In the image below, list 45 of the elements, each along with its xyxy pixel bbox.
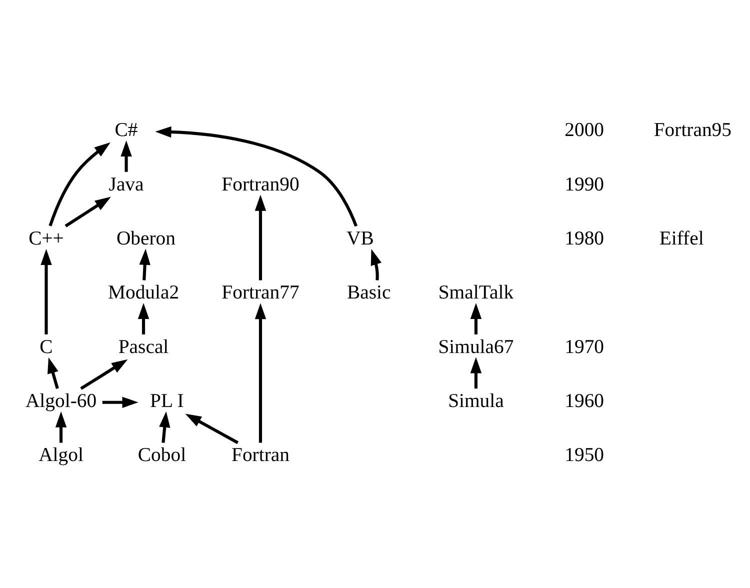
node-text: C# bbox=[114, 119, 138, 142]
arrow bbox=[185, 414, 239, 444]
node-text: Modula2 bbox=[108, 282, 180, 304]
node-text: Fortran bbox=[232, 444, 290, 466]
node-text: Oberon bbox=[116, 228, 176, 250]
node-text: Basic bbox=[346, 282, 391, 304]
arrow bbox=[48, 357, 59, 390]
arrow bbox=[138, 302, 150, 334]
label: Fortran95 bbox=[654, 119, 732, 142]
arrow bbox=[254, 303, 266, 443]
node-text: C bbox=[40, 336, 53, 358]
arrow bbox=[254, 194, 266, 280]
arrow bbox=[370, 249, 382, 280]
arrow bbox=[80, 359, 128, 390]
label: 1950 bbox=[564, 444, 604, 466]
node-text: C++ bbox=[28, 228, 64, 250]
label: 1970 bbox=[564, 336, 604, 358]
node-text: Cobol bbox=[138, 444, 186, 466]
node-text: Simula bbox=[448, 390, 504, 412]
node-text: Fortran77 bbox=[222, 282, 300, 304]
node-text: Algol bbox=[38, 444, 84, 466]
label: 1980 bbox=[564, 228, 604, 250]
arrow bbox=[470, 302, 482, 334]
arrow bbox=[470, 357, 482, 389]
node-text: Simula67 bbox=[438, 336, 514, 358]
node-text: PL I bbox=[150, 390, 184, 412]
label: 2000 bbox=[564, 119, 604, 142]
node-text: VB bbox=[346, 228, 374, 250]
arrow bbox=[64, 196, 111, 228]
label: 1960 bbox=[564, 390, 604, 412]
arrow bbox=[120, 140, 132, 172]
node-text: Fortran90 bbox=[222, 173, 300, 196]
arrow bbox=[48, 142, 110, 226]
node-text: SmalTalk bbox=[438, 282, 514, 304]
node-text: Java bbox=[108, 173, 144, 196]
arrow bbox=[40, 248, 52, 334]
node-text: Algol-60 bbox=[25, 390, 97, 412]
arrow bbox=[55, 411, 67, 443]
label: Eiffel bbox=[659, 228, 704, 250]
label: 1990 bbox=[564, 173, 604, 196]
arrow bbox=[102, 396, 138, 408]
arrow bbox=[155, 126, 358, 227]
arrow bbox=[139, 248, 150, 280]
arrow bbox=[159, 411, 170, 443]
node-text: Pascal bbox=[118, 336, 169, 358]
